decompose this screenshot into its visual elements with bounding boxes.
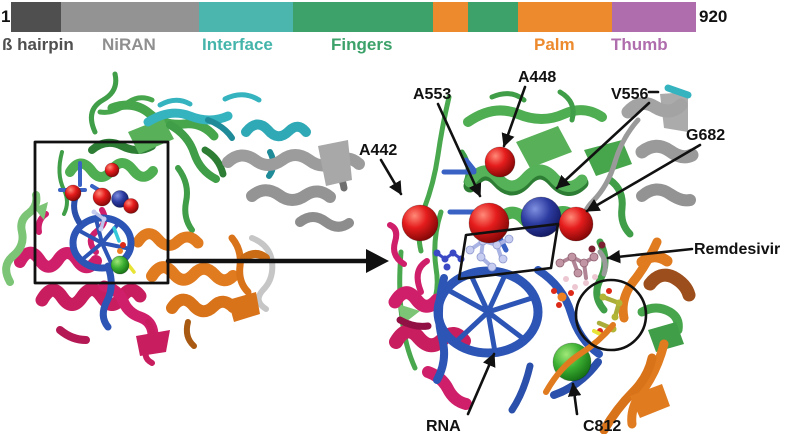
domain-label-fingers: Fingers (331, 35, 393, 54)
left-palm-domain (132, 228, 270, 349)
label-v556: V556 (611, 86, 648, 103)
right-thumb-domain (387, 222, 472, 410)
label-a442: A442 (359, 142, 397, 159)
left-residue-spheres (64, 162, 139, 275)
label-g682: G682 (686, 127, 725, 144)
domain-segment-palm (518, 2, 612, 32)
annotation-arrows (379, 85, 702, 416)
a448-sphere (484, 146, 516, 178)
arrow-a442 (379, 158, 403, 196)
bar-start-residue: 1 (1, 7, 11, 26)
arrow-rna (466, 352, 496, 416)
domain-label-niran: NiRAN (102, 35, 156, 54)
domain-segment-interface (199, 2, 293, 32)
domain-segment-beta-hairpin (11, 2, 61, 32)
arrow-remdesivir (606, 247, 694, 264)
domain-segment-fingers2 (468, 2, 518, 32)
domain-label-thumb: Thumb (611, 35, 668, 54)
left-structure-overview (2, 71, 389, 366)
domain-label-beta-hairpin: ß hairpin (2, 35, 74, 54)
right-palm-front-strand (543, 322, 616, 395)
right-structure-zoom: A442 A553 A448 V556 G682 Remdesivir RNA … (359, 69, 780, 434)
left-rna (58, 161, 135, 331)
domain-bar (11, 2, 696, 32)
a553-sphere (468, 202, 510, 244)
label-c812: C812 (583, 418, 621, 434)
right-ligand-lavender (433, 234, 514, 272)
right-interface-sliver (664, 84, 692, 99)
arrow-a553 (436, 102, 482, 198)
domain-label-palm: Palm (534, 35, 575, 54)
left-niran-domain (222, 140, 365, 312)
annotation-labels: A442 A553 A448 V556 G682 Remdesivir RNA … (359, 69, 780, 434)
arrow-c812 (567, 382, 582, 416)
ligand-highlight-box (457, 222, 560, 281)
label-a553: A553 (413, 86, 451, 103)
bar-end-residue: 920 (699, 7, 728, 26)
right-palm-domain (599, 237, 696, 434)
zoom-arrow (165, 249, 389, 273)
domain-label-interface: Interface (202, 35, 273, 54)
left-interface-domain (143, 92, 311, 179)
domain-segment-fingers (293, 2, 433, 32)
left-lightgreen-helix (2, 191, 48, 286)
arrow-a448 (501, 85, 527, 148)
arrow-v556 (555, 101, 651, 190)
label-rna: RNA (426, 418, 461, 434)
label-a448: A448 (518, 69, 556, 86)
right-ligand-remdesivir (551, 241, 606, 308)
domain-segment-niran (61, 2, 199, 32)
label-remdesivir: Remdesivir (694, 241, 780, 258)
arrow-g682 (585, 143, 702, 213)
domain-segment-thumb (612, 2, 696, 32)
domain-segment-palm-insert (433, 2, 468, 32)
g682-sphere (558, 206, 594, 242)
active-site-circle (574, 278, 648, 352)
left-fingers-domain (57, 71, 227, 233)
left-ligand-sticks (91, 209, 136, 274)
zoom-region-box (33, 140, 170, 285)
v556-sphere (520, 196, 562, 238)
a442-sphere (401, 204, 439, 242)
